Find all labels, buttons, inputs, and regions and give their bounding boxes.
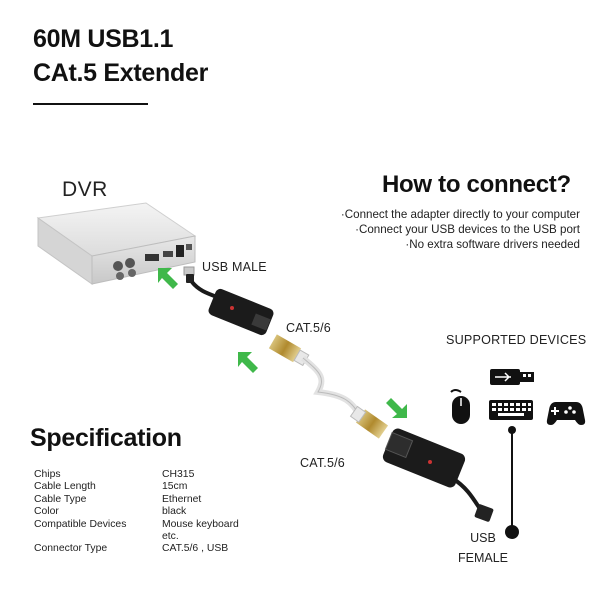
usb-female-label: USB FEMALE [458, 528, 508, 568]
page-title: 60M USB1.1 CAt.5 Extender [33, 22, 208, 90]
top-rj45-plug [268, 334, 310, 367]
spec-row: Chips CH315 [34, 469, 262, 481]
how-to-connect-steps: ·Connect the adapter directly to your co… [290, 207, 580, 252]
spec-key: Connector Type [34, 543, 108, 555]
spec-value: CH315 [162, 469, 195, 480]
spec-value: etc. [162, 531, 179, 543]
mouse-icon [450, 389, 470, 424]
spec-value: CAT.5/6 , USB [162, 543, 229, 555]
spec-row: etc. [34, 531, 262, 543]
device-pointer [505, 426, 519, 539]
spec-row: Color black [34, 506, 262, 518]
usb-female-line-2: FEMALE [458, 551, 509, 565]
spec-value: 15cm [162, 481, 188, 493]
how-to-connect-title: How to connect? [382, 171, 571, 198]
spec-key: Color [34, 506, 59, 518]
step-1: ·Connect the adapter directly to your co… [340, 208, 580, 221]
bottom-adapter [382, 428, 466, 488]
bottom-rj45-plug [349, 405, 389, 439]
green-arrows [158, 268, 407, 418]
spec-key: Chips [34, 469, 61, 480]
usb-male-label: USB MALE [202, 260, 267, 274]
cat-bottom-label: CAT.5/6 [300, 456, 345, 470]
keyboard-icon [489, 400, 533, 420]
spec-value: Ethernet [162, 493, 202, 505]
spec-row: Connector Type CAT.5/6 , USB [34, 543, 262, 555]
gamepad-icon [546, 402, 586, 425]
spec-key [34, 531, 162, 543]
dvr-label: DVR [62, 178, 108, 201]
step-3: ·No extra software drivers needed [405, 238, 580, 251]
spec-value: Mouse keyboard [162, 518, 239, 530]
dvr-device [36, 202, 197, 285]
cat-top-label: CAT.5/6 [286, 321, 331, 335]
title-line-2: CAt.5 Extender [33, 59, 209, 87]
top-adapter [208, 288, 274, 336]
spec-value: black [162, 506, 187, 518]
specification-title: Specification [30, 424, 182, 452]
usb-female-line-1: USB [470, 531, 496, 545]
spec-key: Cable Length [34, 481, 96, 493]
spec-key: Compatible Devices [34, 518, 127, 530]
title-underline [33, 103, 148, 105]
step-2: ·Connect your USB devices to the USB por… [355, 223, 580, 236]
supported-devices-title: SUPPORTED DEVICES [446, 333, 587, 347]
specification-table: Chips CH315 Cable Length 15cm Cable Type… [34, 469, 262, 556]
usb-female-cable [450, 476, 494, 522]
spec-row: Cable Type Ethernet [34, 494, 262, 506]
spec-row: Compatible Devices Mouse keyboard [34, 519, 262, 531]
ethernet-cable [301, 355, 363, 418]
title-line-1: 60M USB1.1 [33, 25, 174, 53]
spec-key: Cable Type [34, 493, 87, 505]
spec-row: Cable Length 15cm [34, 481, 262, 493]
usb-flash-drive-icon [490, 369, 534, 385]
